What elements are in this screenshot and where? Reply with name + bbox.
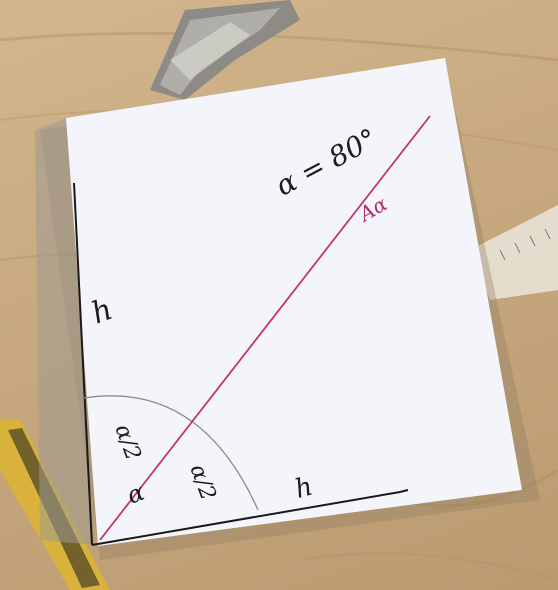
paper-left-shade	[35, 118, 95, 545]
bottom-edge-line	[91, 489, 409, 546]
bottom-edge-label: h	[292, 472, 316, 505]
left-edge-line	[73, 182, 93, 546]
metal-tool-object	[150, 0, 300, 100]
bisector-line	[99, 115, 431, 541]
paper-sheet	[66, 58, 522, 546]
ruler-object	[470, 205, 558, 300]
pencil-arc	[83, 395, 259, 511]
